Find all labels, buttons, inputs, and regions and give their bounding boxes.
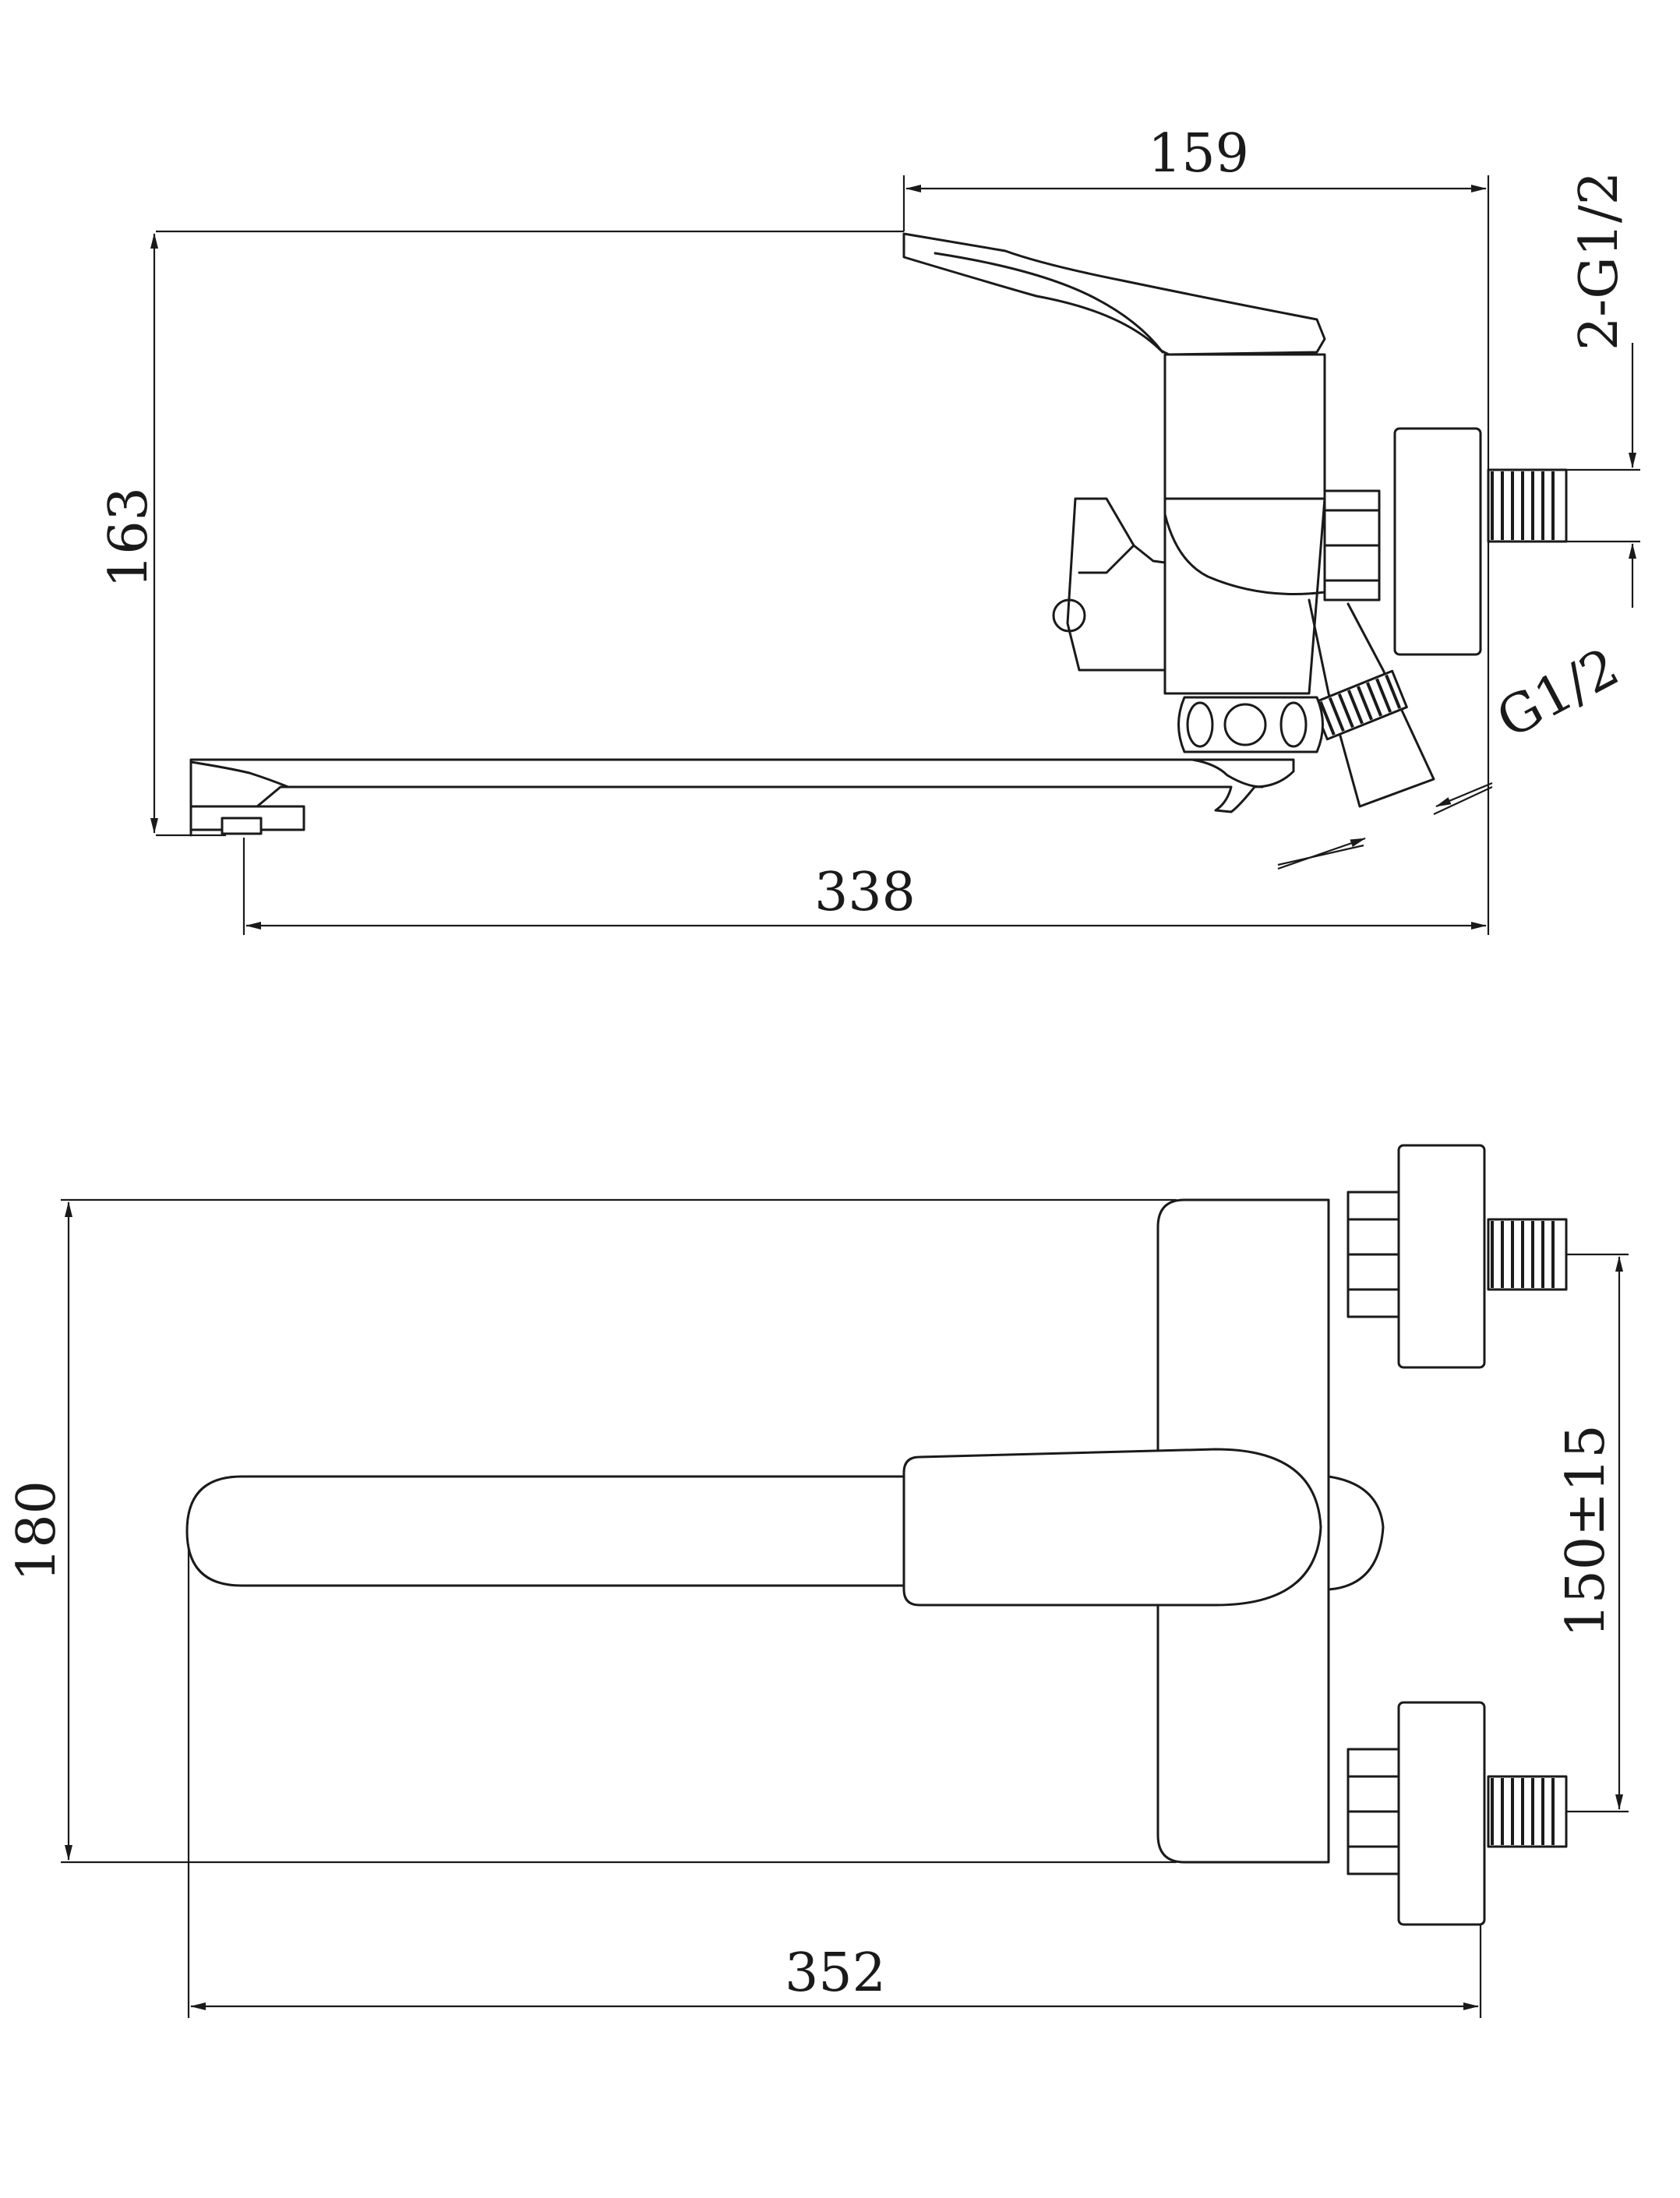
dimension-spout-length: 338 — [242, 838, 1487, 935]
dimension-label-163: 163 — [98, 487, 160, 588]
side-elevation-view: 163 159 338 2-G1/2 G1 — [98, 123, 1640, 935]
faucet-plan-outline — [185, 1144, 1568, 1926]
dimension-total-length: 352 — [187, 1515, 1482, 2018]
bottom-inlet-thread-hatch — [1491, 1778, 1555, 1845]
dimension-depth: 180 — [6, 1198, 1177, 1864]
outlet-thread-hatch — [1318, 674, 1402, 736]
dimension-label-159: 159 — [1148, 123, 1249, 185]
top-inlet-thread-hatch — [1491, 1221, 1555, 1288]
dimension-handle-reach: 159 — [902, 123, 1490, 935]
dimension-outlet-thread: G1/2 — [1277, 637, 1629, 870]
dimension-label-150-15: 150±15 — [1555, 1424, 1617, 1637]
plan-view: 180 352 150±15 — [6, 1144, 1629, 2018]
inlet-thread-hatch — [1491, 471, 1555, 540]
dimension-label-338: 338 — [814, 862, 916, 923]
dimension-label-g1-2: G1/2 — [1488, 637, 1629, 751]
dimension-inlet-spacing: 150±15 — [1555, 1253, 1629, 1813]
dimension-height: 163 — [98, 230, 904, 837]
dimension-label-180: 180 — [6, 1480, 68, 1582]
dimension-label-352: 352 — [785, 1942, 886, 2004]
faucet-side-outline — [189, 232, 1568, 837]
dimension-label-2-g1-2: 2-G1/2 — [1569, 171, 1630, 351]
dimension-inlet-thread: 2-G1/2 — [1566, 171, 1640, 608]
